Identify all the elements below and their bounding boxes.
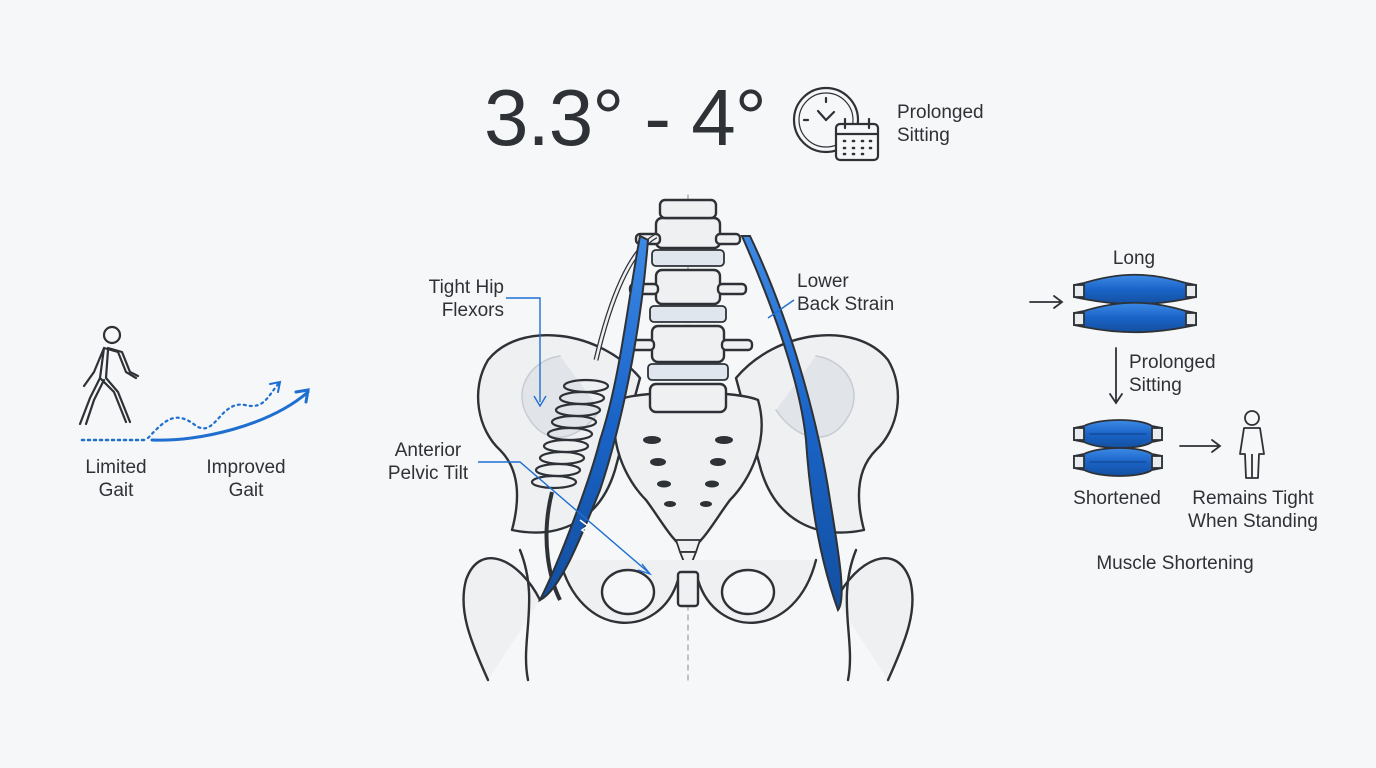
improved-gait-label: Improved Gait	[206, 457, 286, 501]
cause-label: Prolonged Sitting	[897, 102, 984, 146]
prolonged-sitting-process-label: Prolonged Sitting	[1129, 352, 1216, 396]
muscle-panel-graphics	[1029, 273, 1222, 477]
right-psoas-muscle	[740, 235, 843, 613]
lower-back-strain-label: Lower Back Strain	[797, 271, 895, 315]
walking-person-icon	[78, 325, 140, 426]
clock-calendar-icon	[792, 86, 880, 162]
standing-person-icon	[1239, 410, 1265, 479]
left-psoas-muscle	[537, 234, 650, 603]
shortened-muscle-label: Shortened	[1073, 488, 1161, 509]
tight-hip-flexors-label: Tight Hip Flexors	[428, 277, 504, 321]
limited-gait-label: Limited Gait	[85, 457, 147, 501]
strain-mark	[579, 519, 591, 537]
pelvis-illustration	[462, 194, 914, 682]
remains-tight-label: Remains Tight When Standing	[1188, 488, 1318, 532]
label-leaders	[478, 297, 795, 576]
muscle-shortening-caption: Muscle Shortening	[1096, 553, 1254, 574]
anterior-pelvic-tilt-label: Anterior Pelvic Tilt	[387, 440, 469, 484]
angle-range-headline: 3.3° - 4°	[484, 73, 767, 162]
long-muscle-label: Long	[1112, 248, 1156, 269]
gait-progress-lines	[80, 380, 310, 442]
